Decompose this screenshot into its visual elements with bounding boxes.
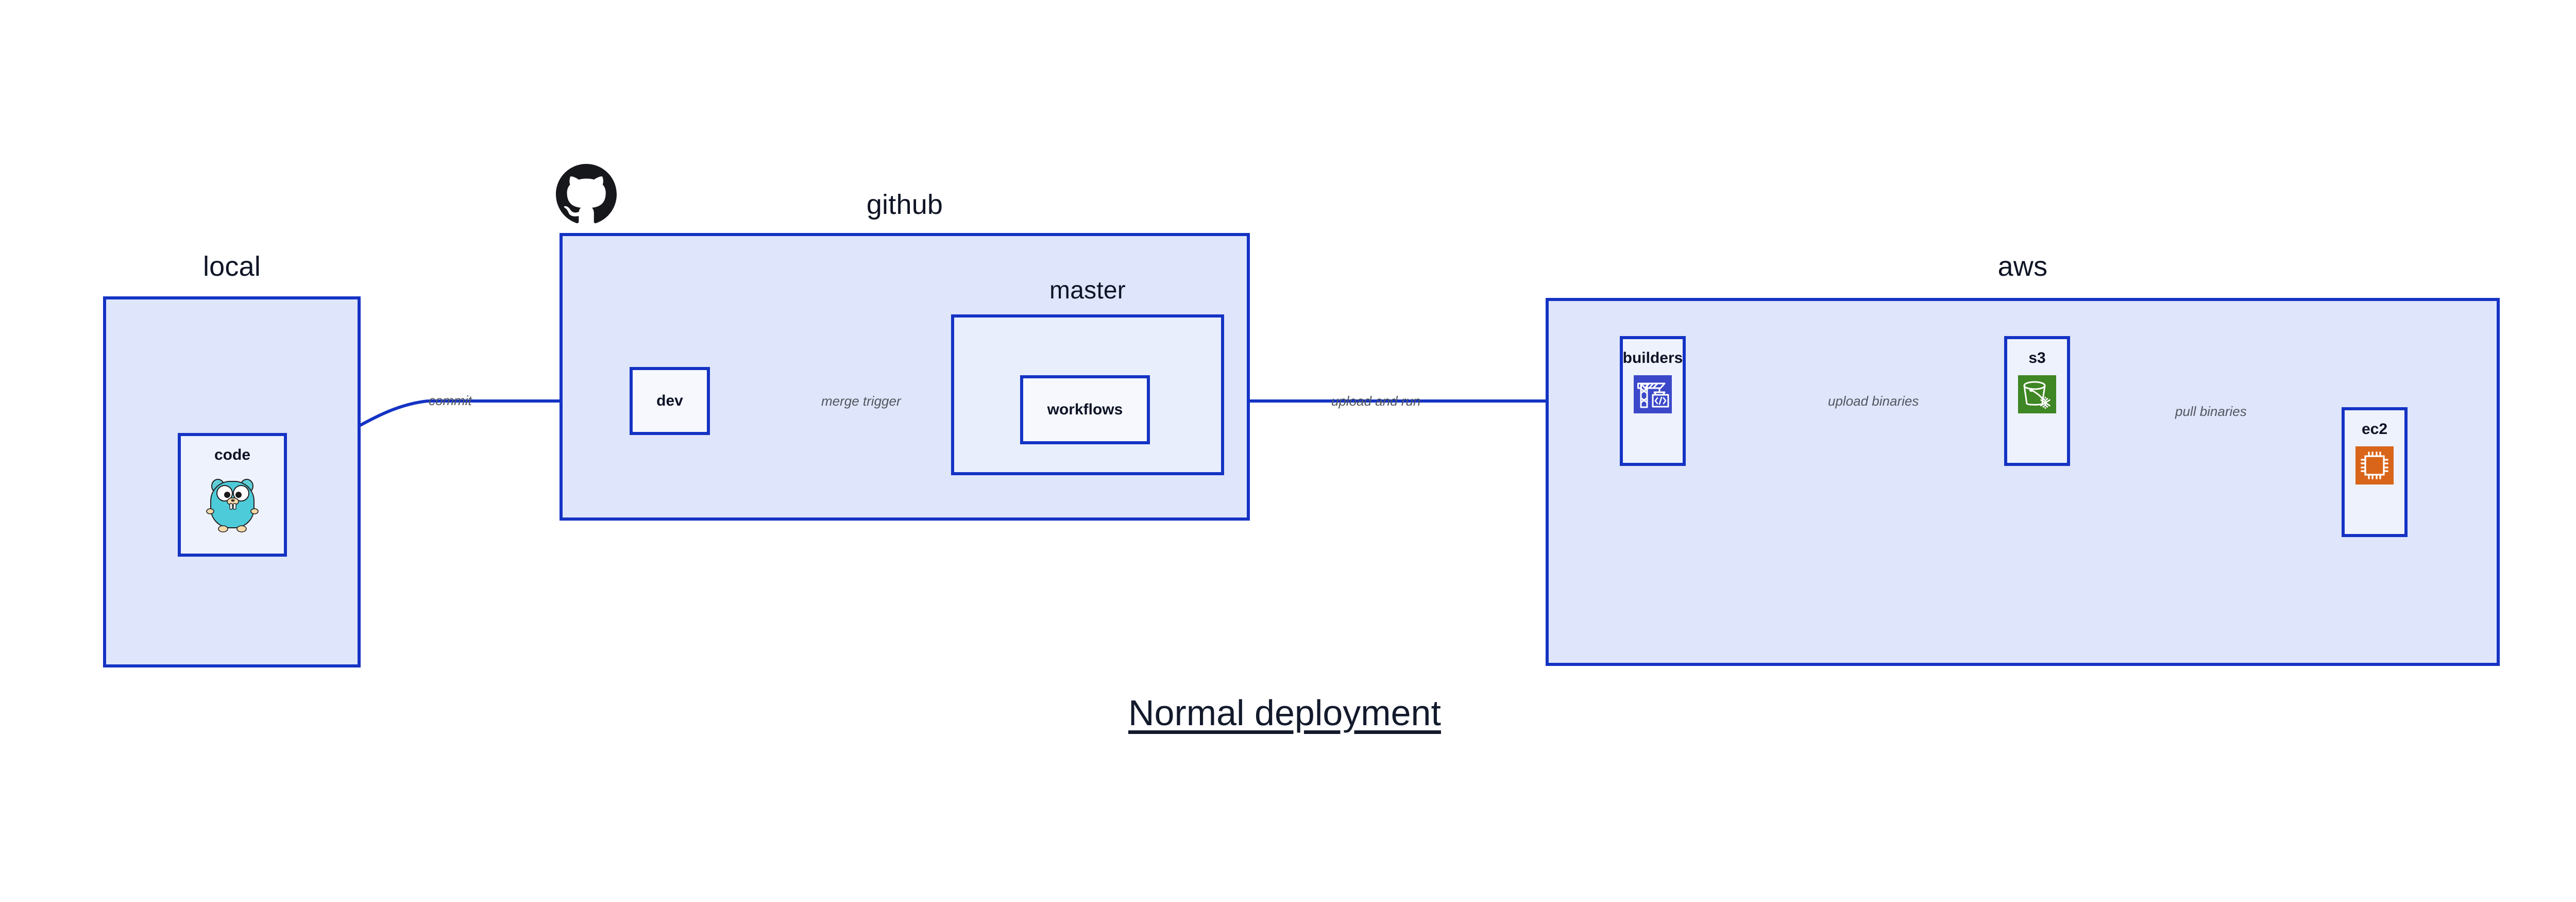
node-builders[interactable]: builders	[1620, 336, 1686, 466]
node-ec2[interactable]: ec2	[2342, 407, 2408, 537]
node-code[interactable]: code	[178, 433, 287, 557]
node-label-workflows: workflows	[1047, 401, 1123, 418]
node-dev[interactable]: dev	[630, 367, 710, 435]
node-label-dev: dev	[656, 392, 683, 409]
node-label-ec2: ec2	[2361, 421, 2388, 438]
aws-s3-bucket-snowflake-icon	[2018, 375, 2056, 416]
node-label-code: code	[214, 446, 251, 463]
edge-label-upload-and-run: upload and run	[1331, 393, 1421, 409]
edge-label-commit: commit	[429, 393, 472, 408]
node-label-builders: builders	[1622, 349, 1683, 366]
group-title-aws: aws	[1997, 251, 2048, 282]
edge-label-upload-binaries: upload binaries	[1828, 393, 1919, 409]
group-title-master: master	[1049, 277, 1126, 304]
go-gopher-icon	[206, 472, 259, 536]
github-octocat-icon	[555, 164, 617, 227]
edge-label-merge-trigger: merge trigger	[821, 393, 901, 409]
aws-ec2-chip-icon	[2355, 446, 2394, 487]
group-title-local: local	[202, 251, 261, 282]
diagram-caption: Normal deployment	[1128, 693, 1441, 733]
aws-codebuild-crane-icon	[1634, 375, 1672, 416]
node-s3[interactable]: s3	[2004, 336, 2070, 466]
node-workflows[interactable]: workflows	[1020, 375, 1150, 444]
edge-label-pull-binaries: pull binaries	[2175, 404, 2247, 419]
group-title-github: github	[866, 189, 943, 220]
node-label-s3: s3	[2028, 349, 2046, 366]
